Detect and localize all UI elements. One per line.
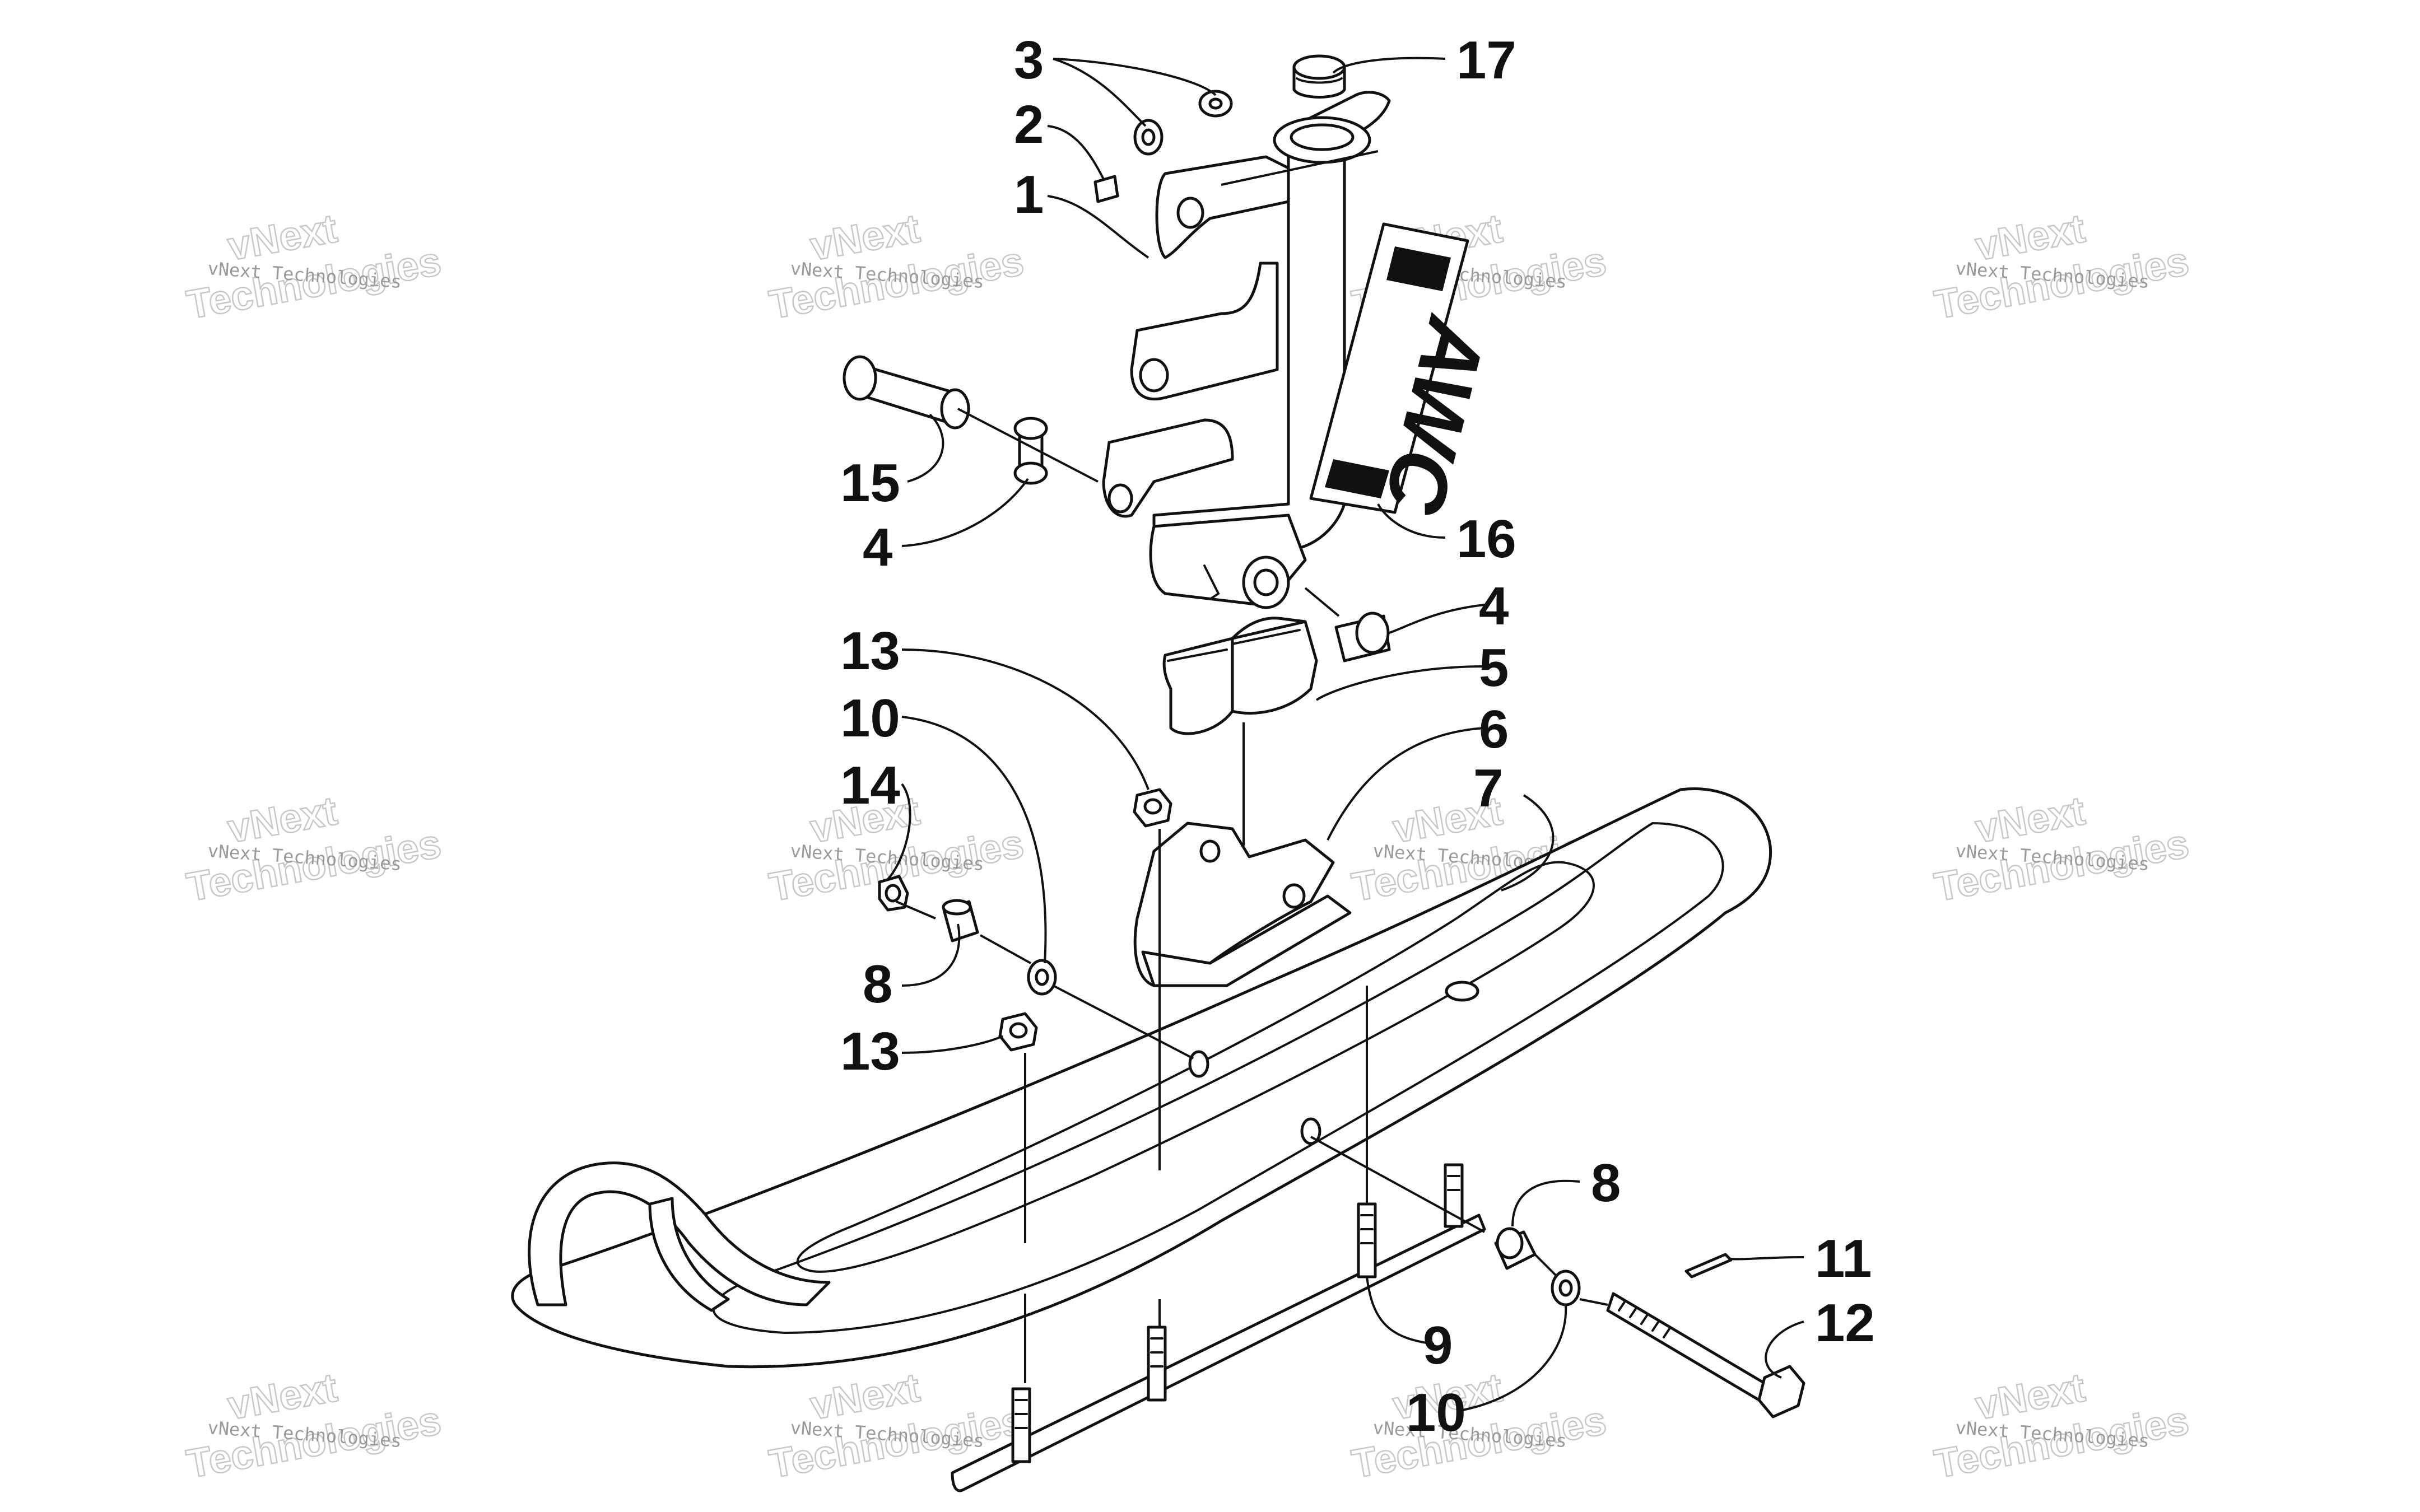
spacer-bushing bbox=[942, 899, 979, 942]
callout-label: 15 bbox=[840, 453, 900, 513]
lock-nut bbox=[998, 1012, 1038, 1052]
callout-label: 14 bbox=[840, 755, 900, 815]
spindle-bumper bbox=[1162, 617, 1318, 735]
saddle-hole bbox=[1199, 839, 1221, 863]
ski-saddle bbox=[1133, 822, 1352, 987]
callout-label: 8 bbox=[863, 954, 892, 1014]
saddle-hole bbox=[1282, 883, 1306, 909]
bushing bbox=[1013, 417, 1048, 485]
cotter-pin bbox=[1684, 1253, 1733, 1278]
flange-nut bbox=[878, 875, 909, 912]
awc-decal: AWC bbox=[1309, 222, 1506, 524]
ski bbox=[511, 787, 1772, 1369]
ski-bolt bbox=[1606, 1292, 1805, 1418]
spindle-arm-hole bbox=[1139, 358, 1169, 393]
callout-label: 17 bbox=[1456, 30, 1516, 90]
callout-label: 4 bbox=[1479, 576, 1509, 636]
spindle-arm-hole bbox=[1176, 197, 1204, 229]
spindle bbox=[1102, 91, 1391, 609]
lock-nut bbox=[1133, 788, 1172, 828]
callout-label: 6 bbox=[1479, 699, 1509, 759]
callout-label: 10 bbox=[1406, 1383, 1466, 1443]
washer bbox=[1198, 90, 1233, 118]
callout-label: 3 bbox=[1014, 30, 1044, 90]
pivot-pin bbox=[843, 355, 970, 430]
callout-label: 13 bbox=[840, 1021, 900, 1081]
callout-label: 10 bbox=[840, 688, 900, 748]
callout-label: 8 bbox=[1591, 1153, 1621, 1213]
callout-label: 9 bbox=[1423, 1315, 1453, 1375]
callout-label: 11 bbox=[1815, 1229, 1872, 1289]
callout-label: 7 bbox=[1473, 758, 1503, 818]
callout-label: 1 bbox=[1014, 165, 1044, 225]
ski-mount-hole bbox=[1188, 1050, 1209, 1078]
wear-bar bbox=[951, 1163, 1486, 1492]
callout-leaders bbox=[887, 57, 1804, 1412]
ski-mount-hole bbox=[1300, 1117, 1321, 1145]
callout-label: 4 bbox=[863, 517, 892, 577]
callout-label: 13 bbox=[840, 621, 900, 681]
cap-plug bbox=[1292, 54, 1346, 99]
washer bbox=[1133, 119, 1164, 156]
grease-fitting bbox=[1093, 175, 1119, 203]
ski-mount-hole bbox=[1445, 981, 1479, 1002]
spacer-bushing bbox=[1494, 1227, 1537, 1270]
assembly-lines bbox=[896, 150, 1608, 1383]
bushing bbox=[1334, 612, 1391, 662]
flat-washer bbox=[1027, 959, 1057, 996]
callout-label: 2 bbox=[1014, 95, 1044, 155]
callouts: 3 17 2 1 15 4 16 4 13 5 10 6 14 7 8 13 8… bbox=[840, 30, 1875, 1443]
callout-label: 5 bbox=[1479, 638, 1509, 698]
callout-label: 16 bbox=[1456, 509, 1516, 569]
callout-label: 12 bbox=[1815, 1293, 1875, 1353]
